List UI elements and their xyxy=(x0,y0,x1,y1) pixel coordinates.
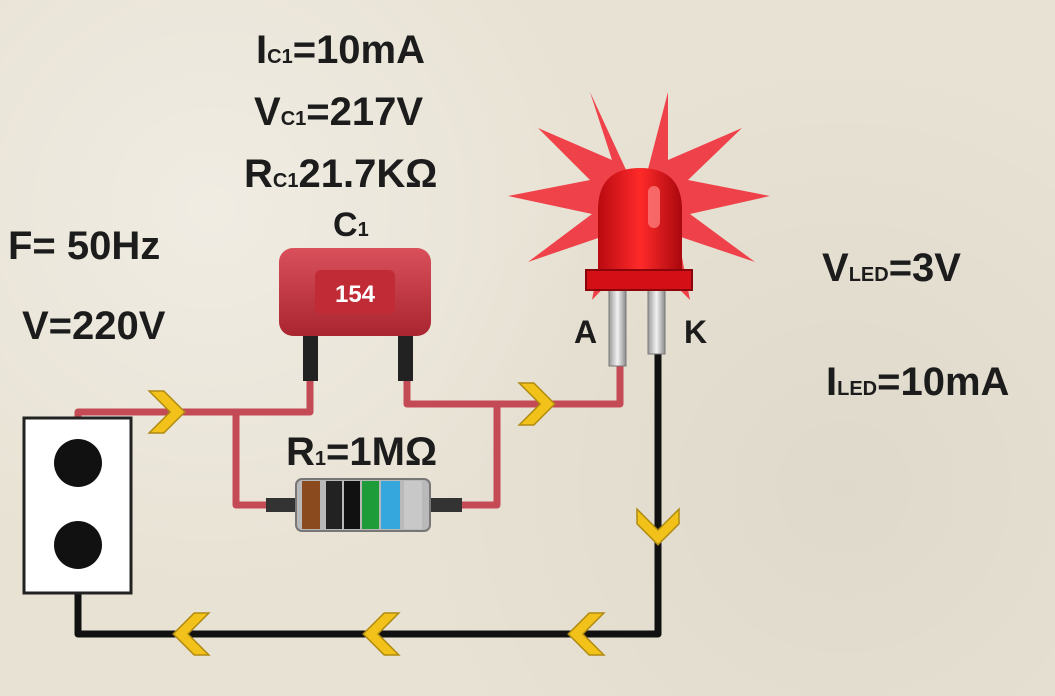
current-arrow-right xyxy=(147,390,186,434)
resistor-band xyxy=(404,481,422,529)
resistor-band xyxy=(344,481,360,529)
led-glow-star xyxy=(508,92,770,300)
resistor-band xyxy=(362,481,379,529)
label-iled: ILED=10mA xyxy=(826,360,1010,404)
current-arrow-left xyxy=(567,612,606,656)
resistor-r1 xyxy=(266,478,462,532)
label-vc1: VC1=217V xyxy=(254,90,424,134)
capacitor-c1 xyxy=(279,248,431,381)
resistor-band xyxy=(326,481,342,529)
label-anode: A xyxy=(574,314,598,350)
label-ic1: IC1=10mA xyxy=(256,28,426,72)
resistor-band xyxy=(302,481,320,529)
capacitor-code: 154 xyxy=(335,281,376,308)
label-voltage: V=220V xyxy=(22,304,166,348)
label-rc1: RC121.7KΩ xyxy=(244,152,438,196)
label-cathode: K xyxy=(684,314,708,350)
current-arrow-right xyxy=(517,382,556,426)
current-arrows xyxy=(147,382,680,656)
current-arrow-down xyxy=(636,507,680,546)
label-c1: C1 xyxy=(333,206,369,244)
resistor-bands xyxy=(302,481,422,529)
led xyxy=(585,168,693,367)
resistor-band xyxy=(381,481,400,529)
label-frequency: F= 50Hz xyxy=(8,224,161,268)
label-vled: VLED=3V xyxy=(822,246,961,290)
label-r1: R1=1MΩ xyxy=(286,430,438,474)
wall-socket xyxy=(22,416,133,595)
current-arrow-left xyxy=(362,612,401,656)
current-arrow-left xyxy=(172,612,211,656)
